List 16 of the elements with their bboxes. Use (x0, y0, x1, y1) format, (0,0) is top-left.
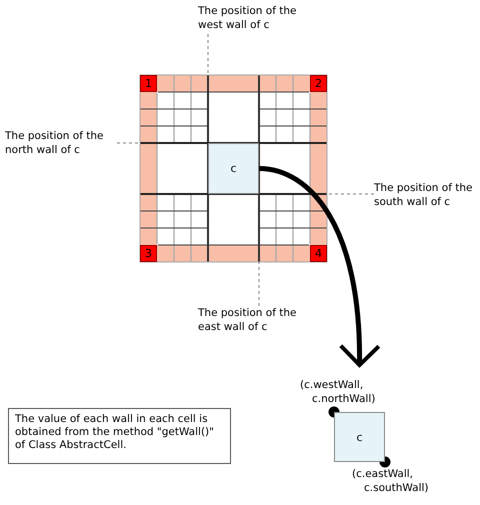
corner-cell: 2 (310, 75, 327, 92)
leader-line (116, 142, 140, 144)
leader-line (258, 262, 260, 306)
label-text: The position of the west wall of c (198, 4, 308, 34)
label-text: The position of the east wall of c (198, 306, 308, 336)
label-text: The position of the south wall of c (374, 181, 480, 211)
curved-arrow (258, 166, 380, 367)
coordinate-label: (c.eastWall, c.southWall) (352, 467, 430, 495)
note-box: The value of each wall in each cell is obtained from the method "getWall()" of Class AbstractCell. (8, 408, 231, 464)
cell: c (208, 143, 259, 194)
corner-cell: 4 (310, 245, 327, 262)
coordinate-label: (c.westWall, c.northWall) (300, 378, 376, 406)
label-text: The position of the north wall of c (5, 129, 117, 159)
cell: c (334, 412, 385, 462)
corner-cell: 1 (140, 75, 157, 92)
corner-cell: 3 (140, 245, 157, 262)
